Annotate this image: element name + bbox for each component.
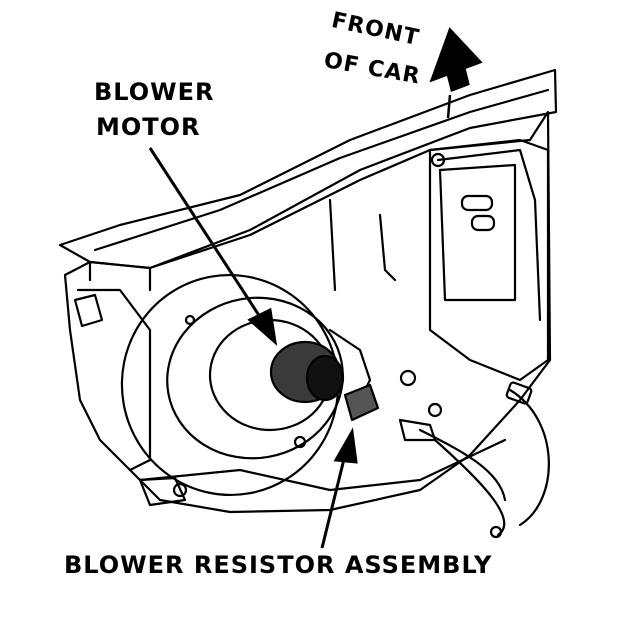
motor-callout-line <box>148 147 264 321</box>
housing-left-face <box>76 288 152 472</box>
housing-bottom-ledge <box>138 438 507 492</box>
housing-left-detail <box>73 293 104 328</box>
motor-callout-arrowhead <box>247 307 278 346</box>
harness-wire-2 <box>508 388 550 527</box>
vacuum-fitting-2 <box>470 214 496 232</box>
scroll-screw-2 <box>293 435 307 449</box>
blower-motor-label-line1: BLOWER <box>94 78 215 106</box>
wire-terminal <box>489 525 503 539</box>
resistor-callout-arrowhead <box>333 427 358 464</box>
harness-connector <box>505 381 533 405</box>
dash-shelf-edge <box>88 260 152 292</box>
heater-housing <box>63 110 552 514</box>
harness-wire <box>433 438 506 537</box>
resistor-screw <box>399 369 417 387</box>
scroll-screw-1 <box>172 482 188 498</box>
blower-motor-label-line2: MOTOR <box>96 113 201 141</box>
vacuum-fitting <box>460 194 494 212</box>
resistor-callout-line <box>320 454 347 549</box>
harness-wire-3 <box>418 428 507 502</box>
wire-from-top <box>436 148 542 322</box>
resistor-connector <box>398 418 437 442</box>
brace-left <box>328 198 397 292</box>
scroll-tab <box>138 476 187 507</box>
resistor-block <box>343 383 380 422</box>
scroll-screw-3 <box>184 314 196 326</box>
front-of-car-arrow <box>429 27 483 92</box>
dash-shelf-inner <box>93 88 550 252</box>
blower-scroll-inner <box>166 296 344 460</box>
blower-motor-end <box>305 354 345 402</box>
front-arrow-stem <box>446 94 452 119</box>
resistor-screw-2 <box>427 402 443 418</box>
right-case <box>428 138 550 382</box>
blower-resistor-assembly-label: BLOWER RESISTOR ASSEMBLY <box>64 551 493 579</box>
right-case-inner <box>438 163 517 302</box>
